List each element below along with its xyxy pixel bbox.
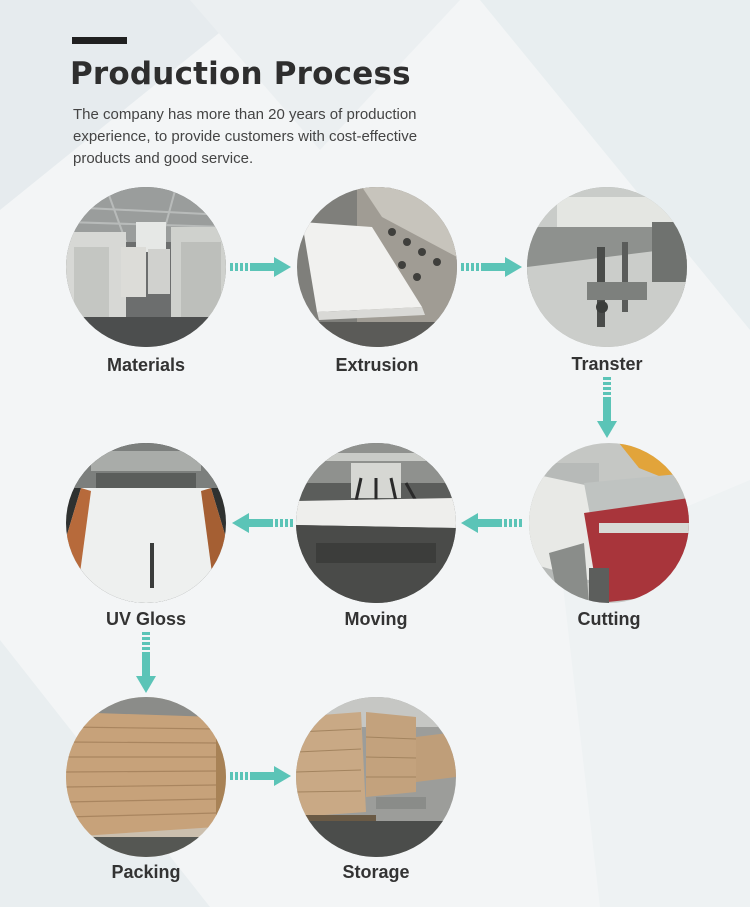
storage-photo	[296, 697, 456, 857]
step-label-materials: Materials	[106, 355, 186, 375]
uv-gloss-photo	[66, 443, 226, 603]
arrow-right-icon	[230, 257, 291, 277]
intro-line: The company has more than 20 years of pr…	[73, 106, 417, 123]
title-accent-bar	[72, 37, 127, 44]
step-label-extrusion: Extrusion	[335, 355, 419, 375]
arrow-left-icon	[232, 513, 293, 533]
step-label-storage: Storage	[342, 862, 410, 882]
packing-photo	[66, 697, 226, 857]
cutting-photo	[529, 443, 689, 603]
extrusion-photo	[297, 187, 457, 347]
step-label-transter: Transter	[571, 354, 643, 374]
step-label-packing: Packing	[111, 862, 181, 882]
intro-text: The company has more than 20 years of pr…	[73, 104, 473, 170]
materials-photo	[66, 187, 226, 347]
transter-photo	[527, 187, 687, 347]
moving-photo	[296, 443, 456, 603]
step-label-uv-gloss: UV Gloss	[105, 609, 187, 629]
intro-line: products and good service.	[73, 150, 254, 167]
arrow-right-icon	[230, 766, 291, 786]
arrow-down-icon	[597, 377, 617, 438]
arrow-left-icon	[461, 513, 522, 533]
page-title: Production Process	[70, 56, 411, 92]
step-label-cutting: Cutting	[577, 609, 641, 629]
arrow-down-icon	[136, 632, 156, 693]
arrow-right-icon	[461, 257, 522, 277]
intro-line: experience, to provide customers with co…	[73, 128, 418, 145]
step-label-moving: Moving	[344, 609, 408, 629]
